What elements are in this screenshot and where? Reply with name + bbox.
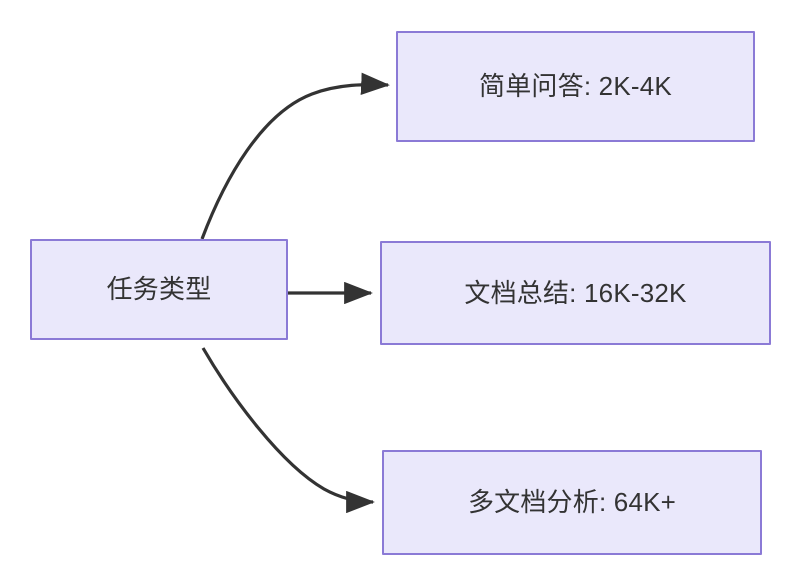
edge-root-to-multi-doc — [201, 347, 375, 514]
node-simple-qa[interactable]: 简单问答: 2K-4K — [396, 31, 755, 142]
node-multi-doc[interactable]: 多文档分析: 64K+ — [382, 450, 762, 555]
node-doc-summary[interactable]: 文档总结: 16K-32K — [380, 241, 771, 345]
node-multi-doc-label: 多文档分析: 64K+ — [467, 487, 677, 518]
edge-root-to-simple-qa — [200, 72, 390, 240]
node-doc-summary-label: 文档总结: 16K-32K — [464, 277, 687, 308]
node-task-type-label: 任务类型 — [106, 274, 212, 305]
node-task-type[interactable]: 任务类型 — [30, 239, 288, 340]
node-simple-qa-label: 简单问答: 2K-4K — [479, 71, 672, 102]
